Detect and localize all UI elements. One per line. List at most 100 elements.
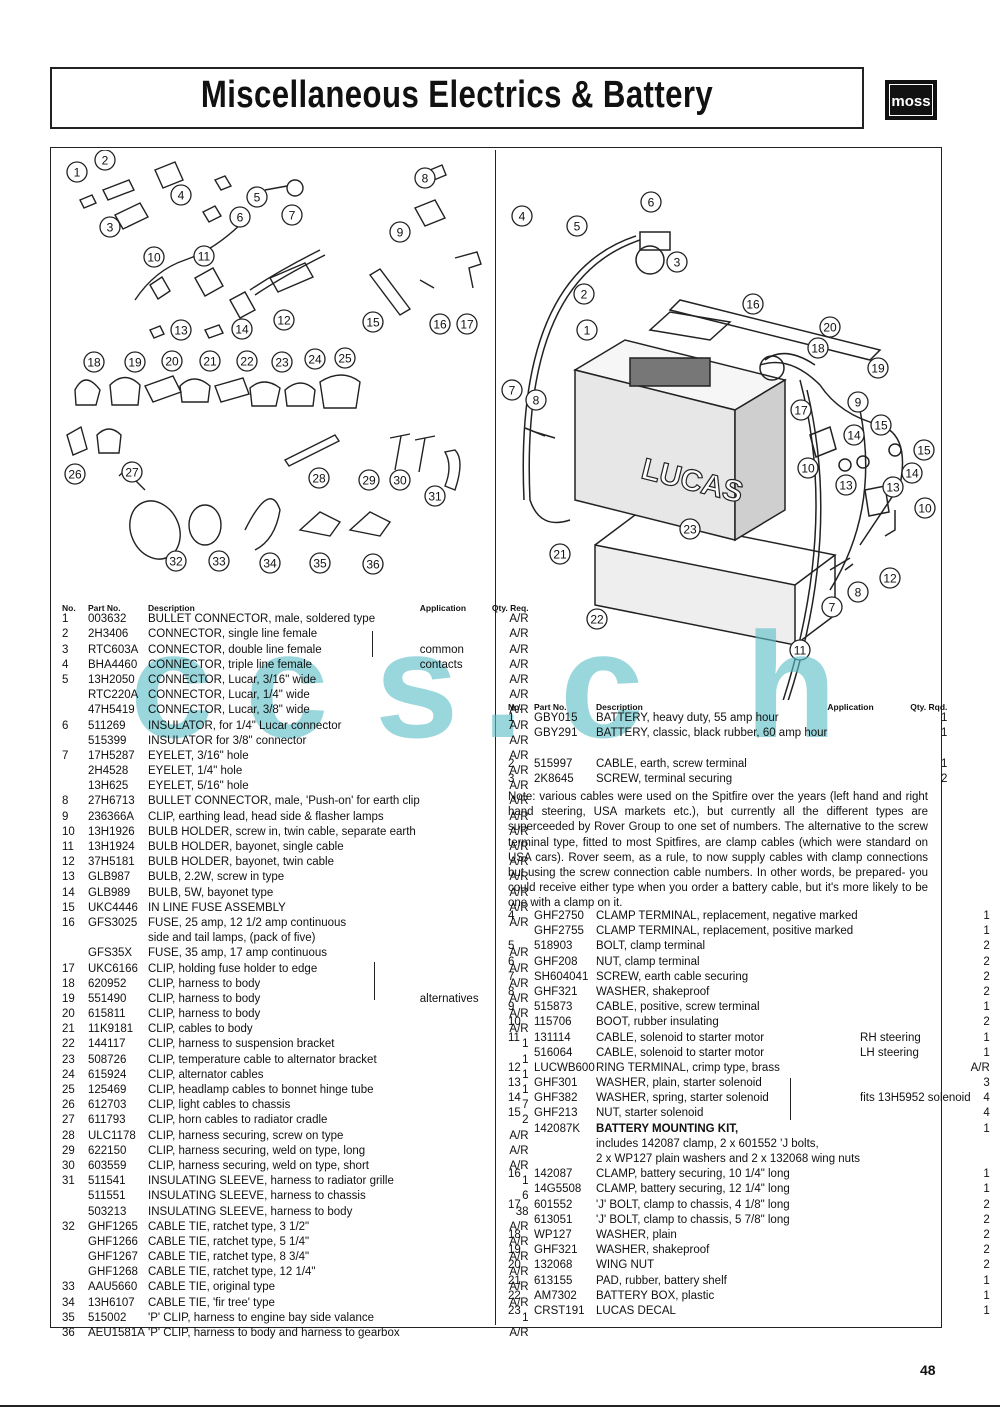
row-description: FUSE, 35 amp, 17 amp continuous	[148, 947, 327, 960]
callout-circle	[882, 476, 904, 498]
row-no: 5	[508, 940, 515, 953]
row-no	[62, 1251, 88, 1266]
row-qty: 38	[515, 1205, 529, 1218]
callout-number: 4	[519, 210, 526, 224]
row-application	[420, 963, 479, 978]
row-description: CABLE, solenoid to starter motor	[596, 1046, 765, 1059]
header-application: Application	[419, 603, 467, 614]
row-part-number: 515002	[88, 1311, 127, 1324]
table-row	[508, 743, 947, 758]
row-part-number: 515873	[534, 1001, 573, 1014]
row-description: 'P' CLIP, harness to engine bay side val…	[148, 1311, 375, 1324]
row-description: WASHER, spring, starter solenoid	[596, 1092, 769, 1105]
callout-number: 8	[533, 394, 540, 408]
callout-number: 15	[917, 444, 931, 458]
row-qty: 1	[522, 1053, 529, 1066]
row-qty: 2	[983, 940, 990, 953]
callout-circle	[231, 318, 253, 340]
callout-number: 31	[428, 490, 442, 504]
callout-number: 10	[147, 251, 161, 265]
row-no: 7	[62, 749, 69, 762]
callout-number: 24	[308, 353, 322, 367]
callout-circle	[742, 293, 764, 315]
table-row: 613051'J' BOLT, clamp to chassis, 5 7/8"…	[508, 1214, 990, 1229]
row-no: 7	[508, 970, 515, 983]
row-application	[860, 971, 971, 986]
row-part-number	[534, 743, 596, 758]
table-row: 2 x WP127 plain washers and 2 x 132068 w…	[508, 1153, 990, 1168]
callout-circle	[271, 351, 293, 373]
row-no: 11	[62, 841, 74, 853]
row-no: 19	[508, 1244, 521, 1257]
row-part-number: 131114	[534, 1031, 571, 1044]
callout-number: 13	[174, 324, 188, 338]
row-qty: 2	[983, 1244, 990, 1257]
row-description: BULB HOLDER, screw in, twin cable, separ…	[148, 825, 416, 838]
row-part-number: 515399	[88, 734, 127, 747]
row-qty: 2	[983, 1228, 990, 1241]
callout-circle	[573, 283, 595, 305]
row-application	[420, 1114, 479, 1129]
callout-number: 29	[362, 474, 376, 488]
callout-circle	[576, 319, 598, 341]
row-description: BULLET CONNECTOR, male, 'Push-on' for ea…	[148, 795, 420, 808]
callout-number: 13	[886, 481, 900, 495]
callout-circle	[901, 462, 923, 484]
brace-common	[372, 631, 373, 657]
row-description: BATTERY BOX, plastic	[596, 1289, 715, 1302]
row-description: EYELET, 5/16" hole	[148, 780, 249, 793]
row-description: 'J' BOLT, clamp to chassis, 5 7/8" long	[596, 1213, 790, 1226]
row-no	[508, 1138, 534, 1153]
row-application	[420, 917, 479, 932]
row-no: 34	[62, 1296, 75, 1309]
row-application	[827, 743, 901, 758]
row-no: 6	[508, 955, 515, 968]
row-part-number: 14G5508	[534, 1183, 582, 1196]
row-no: 8	[62, 795, 69, 808]
row-part-number: 236366A	[88, 810, 135, 823]
row-description: CLIP, light cables to chassis	[148, 1099, 291, 1112]
callout-circle	[640, 191, 662, 213]
row-qty: 2	[983, 985, 990, 998]
callout-number: 20	[165, 355, 179, 369]
row-application	[420, 1160, 479, 1175]
row-qty: 1	[983, 1031, 990, 1044]
row-application	[420, 1099, 479, 1114]
row-qty: A/R	[509, 962, 529, 975]
row-application	[827, 773, 901, 788]
callout-number: 27	[125, 466, 139, 480]
callout-number: 13	[839, 479, 853, 493]
row-description: CLIP, earthing lead, head side & flasher…	[148, 810, 384, 823]
row-part-number: 518903	[534, 940, 573, 953]
row-qty: A/R	[509, 1327, 529, 1339]
row-description: CLIP, horn cables to radiator cradle	[148, 1114, 328, 1127]
row-part-number: GHF208	[534, 955, 578, 968]
row-qty: A/R	[509, 719, 529, 732]
row-application	[860, 1229, 971, 1244]
row-no: 23	[62, 1053, 75, 1066]
callout-circle	[456, 313, 478, 335]
row-part-number: 11K9181	[88, 1023, 134, 1036]
callout-circle	[273, 309, 295, 331]
callout-circle	[790, 399, 812, 421]
row-qty: 2	[983, 955, 990, 968]
row-description: WING NUT	[596, 1259, 655, 1272]
callout-number: 2	[102, 154, 109, 168]
row-qty: 2	[522, 1114, 529, 1127]
row-description: CLIP, harness securing, weld on type, lo…	[148, 1144, 366, 1157]
